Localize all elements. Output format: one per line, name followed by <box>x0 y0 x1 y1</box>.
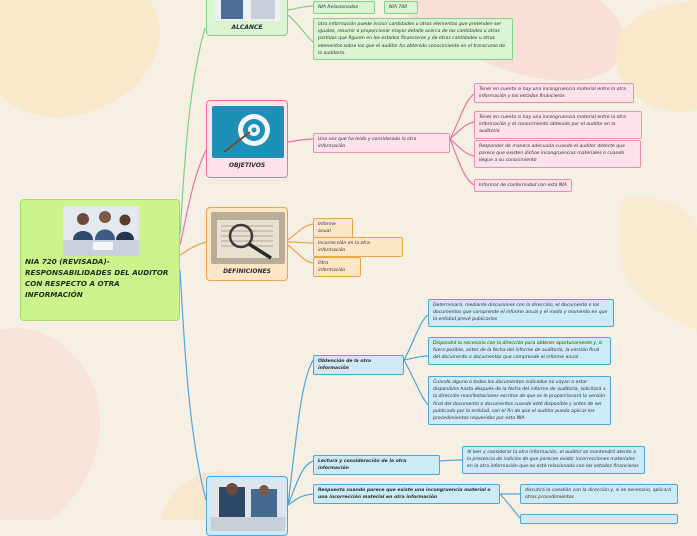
meeting-photo <box>63 206 139 256</box>
obtencion-item-3[interactable]: Cuando alguno o todos los documentos ind… <box>428 376 611 426</box>
obligaciones-photo <box>211 481 285 531</box>
branch-lectura[interactable]: Lectura y consideración de la otra infor… <box>313 455 440 476</box>
alcance-tag-nia-relacionadas[interactable]: NIA Relacionadas <box>313 1 375 15</box>
alcance-node[interactable]: ALCANCE <box>206 0 288 36</box>
root-node[interactable] <box>20 199 180 321</box>
objetivos-item-4[interactable]: Informar de conformidad con esta NIA <box>474 179 572 193</box>
definiciones-label: DEFINICIONES <box>223 268 271 275</box>
objetivos-node[interactable]: OBJETIVOS <box>206 100 288 178</box>
objetivos-photo <box>212 106 284 158</box>
connector-lines <box>179 5 521 519</box>
root-title: NIA 720 (REVISADA)- RESPONSABILIDADES DE… <box>25 257 169 299</box>
alcance-photo <box>215 0 281 21</box>
objetivos-item-2[interactable]: Tener en cuenta si hay una incongruencia… <box>474 111 642 139</box>
alcance-description[interactable]: otra información puede incluir cantidade… <box>313 18 513 61</box>
obligaciones-node[interactable] <box>206 476 288 536</box>
definiciones-node[interactable]: DEFINICIONES <box>206 207 288 281</box>
objetivos-branch[interactable]: Una vez que ha leído y considerado la ot… <box>313 133 450 154</box>
alcance-label: ALCANCE <box>231 24 263 31</box>
objetivos-label: OBJETIVOS <box>228 162 266 169</box>
definicion-incorreccion[interactable]: Incorrección en la otra información <box>313 237 403 258</box>
alcance-tag-nia-700[interactable]: NIA 700 <box>384 1 418 15</box>
objetivos-item-1[interactable]: Tener en cuenta si hay una incongruencia… <box>474 83 634 104</box>
obtencion-item-1[interactable]: Determinará, mediante discusiones con la… <box>428 299 614 327</box>
definicion-informe-anual[interactable]: Informe anual <box>313 218 353 239</box>
obtencion-item-2[interactable]: Dispondrá lo necesario con la dirección … <box>428 337 611 365</box>
definicion-otra-informacion[interactable]: Otra información <box>313 257 361 278</box>
definiciones-photo <box>211 212 285 264</box>
lectura-item-1[interactable]: Al leer y considerar la otra información… <box>462 446 645 474</box>
respuesta-item-1[interactable]: discutirá la cuestión con la dirección y… <box>520 484 678 505</box>
respuesta-item-2[interactable] <box>520 514 678 524</box>
branch-obtencion[interactable]: Obtención de la otra información <box>313 355 404 376</box>
branch-respuesta[interactable]: Respuesta cuando parece que existe una i… <box>313 484 500 505</box>
objetivos-item-3[interactable]: Responder de manera adecuada cuando el a… <box>474 140 641 168</box>
